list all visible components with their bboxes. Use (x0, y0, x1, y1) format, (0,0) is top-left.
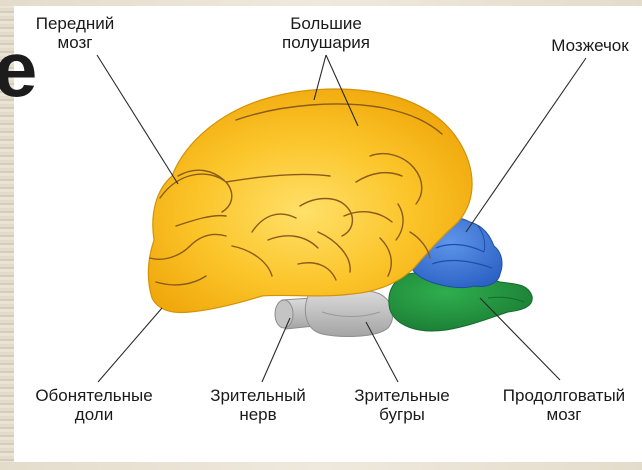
leader-line-cerebellum (466, 58, 586, 232)
label-olfactory-lobes: Обонятельные доли (24, 386, 164, 424)
label-optic-nerve-line-1: Зрительный (196, 386, 320, 405)
leader-line-olfactory (98, 308, 162, 382)
label-optic-tubercles: Зрительные бугры (340, 386, 464, 424)
leader-line-medulla (480, 298, 560, 380)
label-hemispheres-line-2: полушария (270, 33, 382, 52)
label-optic-tubercles-line-2: бугры (340, 405, 464, 424)
label-medulla: Продолговатый мозг (494, 386, 634, 424)
label-cerebellum-line-1: Мозжечок (540, 36, 640, 55)
label-optic-nerve-line-2: нерв (196, 405, 320, 424)
label-hemispheres: Большие полушария (270, 14, 382, 52)
label-cerebellum: Мозжечок (540, 36, 640, 55)
label-olfactory-line-2: доли (24, 405, 164, 424)
label-medulla-line-1: Продолговатый (494, 386, 634, 405)
leader-line-forebrain (97, 55, 178, 184)
label-forebrain-line-1: Передний (30, 14, 120, 33)
label-optic-nerve: Зрительный нерв (196, 386, 320, 424)
label-forebrain: Передний мозг (30, 14, 120, 52)
leader-line-optic-nerve (262, 318, 290, 382)
optic-tubercles (305, 289, 392, 336)
label-hemispheres-line-1: Большие (270, 14, 382, 33)
label-forebrain-line-2: мозг (30, 33, 120, 52)
label-medulla-line-2: мозг (494, 405, 634, 424)
label-olfactory-line-1: Обонятельные (24, 386, 164, 405)
label-optic-tubercles-line-1: Зрительные (340, 386, 464, 405)
